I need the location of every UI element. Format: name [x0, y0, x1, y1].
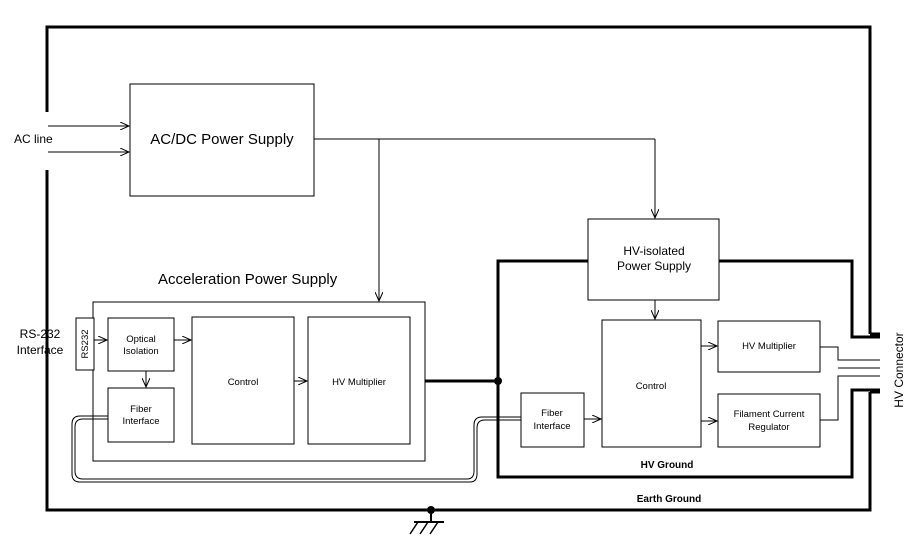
- fiber-interface-right-box: [520, 392, 585, 448]
- hv-ground-label: HV Ground: [641, 460, 694, 471]
- fiber-optic-link: [71, 415, 521, 483]
- rs232-tag: RS232: [80, 329, 91, 358]
- earth-ground-label: Earth Ground: [637, 494, 701, 505]
- ground-symbol: [409, 506, 444, 535]
- rs232-label-line1: RS-232: [20, 327, 61, 341]
- fiber-right-label-line2: Interface: [534, 421, 571, 432]
- control-right-label: Control: [636, 381, 667, 392]
- acdc-power-supply-box: [129, 83, 315, 197]
- ac-line-label: AC line: [14, 132, 53, 146]
- control-left-label: Control: [228, 377, 259, 388]
- hv-isolated-power-supply-box: [587, 218, 720, 301]
- hv-multiplier-left-label: HV Multiplier: [332, 377, 386, 388]
- fiber-right-label-line1: Fiber: [541, 408, 563, 419]
- rs232-label-line2: Interface: [17, 343, 64, 357]
- optical-isolation-box: [107, 317, 175, 372]
- filament-current-regulator-box: [717, 393, 821, 448]
- hv-iso-label-line2: Power Supply: [617, 259, 691, 273]
- accel-title: Acceleration Power Supply: [158, 271, 338, 288]
- filament-label-line2: Regulator: [748, 422, 789, 433]
- fiber-interface-left-box: [107, 387, 175, 443]
- fiber-left-label-line1: Fiber: [130, 404, 152, 415]
- hv-multiplier-right-box: [717, 320, 821, 373]
- hv-connector-label: HV Connector: [892, 332, 906, 407]
- fiber-left-label-line2: Interface: [123, 416, 160, 427]
- optical-label-line2: Isolation: [123, 346, 158, 357]
- acdc-power-supply-label: AC/DC Power Supply: [150, 131, 294, 148]
- earth-ground-enclosure: [45, 25, 880, 512]
- control-left-box: [191, 316, 295, 445]
- optical-label-line1: Optical: [126, 334, 156, 345]
- hv-connector-outputs: [820, 346, 880, 421]
- hv-multiplier-right-label: HV Multiplier: [742, 341, 796, 352]
- filament-label-line1: Filament Current: [734, 409, 805, 420]
- control-right-box: [601, 319, 702, 448]
- hv-ground-enclosure: [496, 259, 880, 479]
- hv-multiplier-left-box: [307, 316, 411, 445]
- rs232-connector-box: [75, 317, 95, 371]
- hv-iso-label-line1: HV-isolated: [623, 244, 684, 258]
